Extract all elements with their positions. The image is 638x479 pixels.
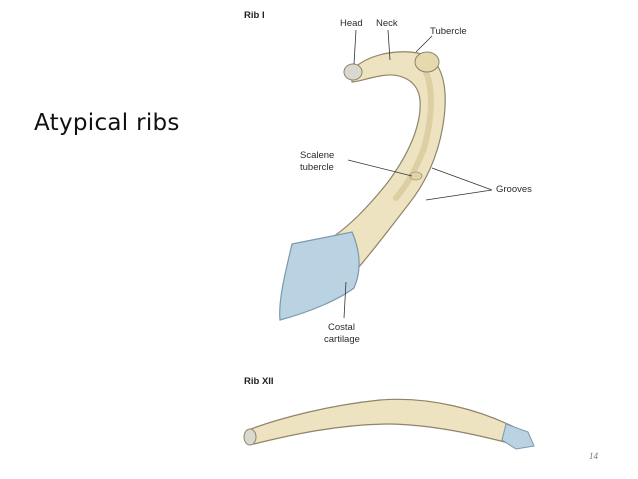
rib12-heading: Rib XII	[244, 376, 274, 387]
tubercle-leader-line	[415, 35, 433, 53]
rib-illustration	[243, 29, 535, 450]
cartilage-leader-line	[343, 281, 347, 319]
rib1-heading: Rib I	[244, 10, 265, 21]
label-scalene-tubercle-line2: tubercle	[300, 162, 334, 173]
scalene-tubercle-shape	[409, 171, 423, 181]
grooves-leader-line-2	[425, 189, 493, 201]
rib-illustration-panel: Rib I Head Neck Tubercle Scalene tubercl…	[220, 0, 550, 479]
label-costal-cartilage-line1: Costal	[328, 322, 355, 333]
grooves-leader-line-1	[431, 167, 493, 191]
label-tubercle: Tubercle	[430, 26, 467, 37]
rib1-groove-shading	[393, 67, 434, 201]
rib12-bone	[247, 398, 521, 447]
label-neck: Neck	[376, 18, 398, 29]
label-grooves: Grooves	[496, 184, 532, 195]
label-costal-cartilage-line2: cartilage	[324, 334, 360, 345]
rib1-head-shape	[343, 63, 363, 81]
rib1-costal-cartilage	[279, 231, 360, 321]
slide-title: Atypical ribs	[34, 110, 180, 136]
neck-leader-line	[387, 29, 391, 61]
head-leader-line	[353, 29, 357, 65]
label-head: Head	[340, 18, 363, 29]
rib12-cartilage	[501, 423, 535, 450]
scalene-leader-line	[347, 159, 413, 177]
page-number: 14	[589, 451, 598, 461]
rib1-tubercle-shape	[414, 51, 440, 73]
label-scalene-tubercle-line1: Scalene	[300, 150, 335, 161]
rib12-head-shape	[243, 428, 257, 446]
leader-lines	[343, 29, 493, 319]
